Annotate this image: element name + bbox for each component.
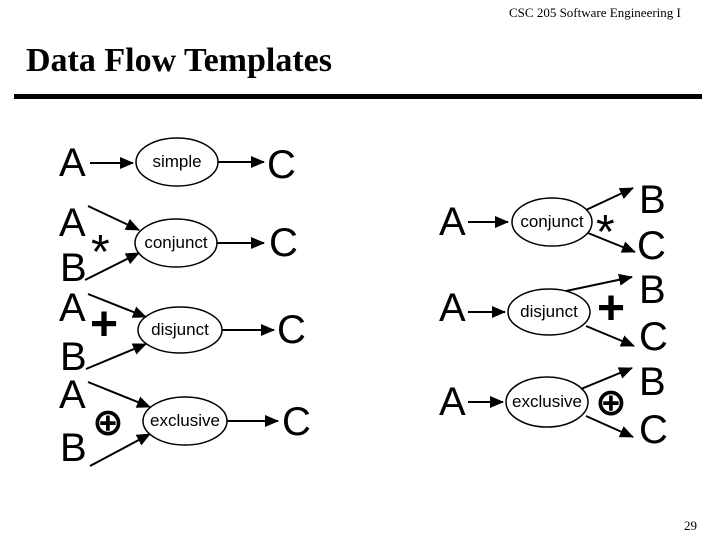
process-node-label: conjunct [520, 212, 584, 231]
slide-header-course: CSC 205 Software Engineering I [509, 5, 681, 20]
disjunct-operator-symbol: + [597, 282, 626, 335]
page-title: Data Flow Templates [26, 42, 332, 79]
flow-arrow [85, 343, 147, 370]
output-label-c: C [637, 224, 666, 268]
exclusive-operator-symbol: ⊕ [595, 380, 627, 424]
input-label-a: A [59, 141, 86, 185]
flow-arrow [585, 187, 634, 211]
template-conjunct-join-shapes [84, 205, 265, 281]
flow-arrow [84, 252, 140, 281]
title-divider [14, 94, 702, 99]
output-label-b: B [639, 360, 666, 404]
flow-arrow [585, 325, 635, 347]
input-label-b: B [60, 426, 87, 470]
output-label-c: C [269, 221, 298, 265]
template-disjunct-join-shapes [85, 293, 275, 370]
input-label-a: A [59, 373, 86, 417]
flow-arrow [87, 205, 140, 231]
template-disjunct-split-shapes [468, 273, 635, 347]
input-label-b: B [60, 246, 87, 290]
output-label-c: C [639, 408, 668, 452]
process-node-ellipse [505, 376, 589, 428]
process-node-label: exclusive [512, 392, 582, 411]
flow-arrow [87, 381, 151, 408]
input-label-b: B [60, 335, 87, 379]
input-label-a: A [439, 286, 466, 330]
output-label-b: B [639, 178, 666, 222]
page-number: 29 [684, 518, 697, 533]
input-label-a: A [439, 380, 466, 424]
process-node-label: conjunct [144, 233, 208, 252]
template-exclusive-join-shapes [87, 381, 279, 467]
input-label-a: A [59, 201, 86, 245]
exclusive-operator-symbol: ⊕ [92, 400, 124, 444]
process-node-label: simple [152, 152, 202, 171]
flow-arrow [587, 232, 636, 253]
conjunct-operator-symbol: * [91, 226, 110, 279]
flow-arrow [565, 273, 633, 292]
flow-arrow [580, 367, 633, 390]
process-node-label: disjunct [520, 302, 578, 321]
output-label-c: C [639, 315, 668, 359]
process-node-label: exclusive [150, 411, 220, 430]
flow-arrow [87, 293, 147, 318]
disjunct-operator-symbol: + [90, 298, 119, 351]
output-label-b: B [639, 268, 666, 312]
template-exclusive-split-shapes [468, 367, 634, 438]
process-node-ellipse [507, 288, 591, 336]
flow-arrow [585, 415, 634, 438]
input-label-a: A [439, 200, 466, 244]
output-label-c: C [277, 308, 306, 352]
flow-arrow [89, 433, 151, 467]
template-conjunct-split-shapes [468, 187, 636, 253]
input-label-a: A [59, 286, 86, 330]
output-label-c: C [267, 143, 296, 187]
conjunct-operator-symbol: * [596, 206, 615, 259]
template-simple-shapes [90, 137, 265, 187]
process-node-label: disjunct [151, 320, 209, 339]
output-label-c: C [282, 400, 311, 444]
process-node-ellipse [511, 197, 593, 247]
